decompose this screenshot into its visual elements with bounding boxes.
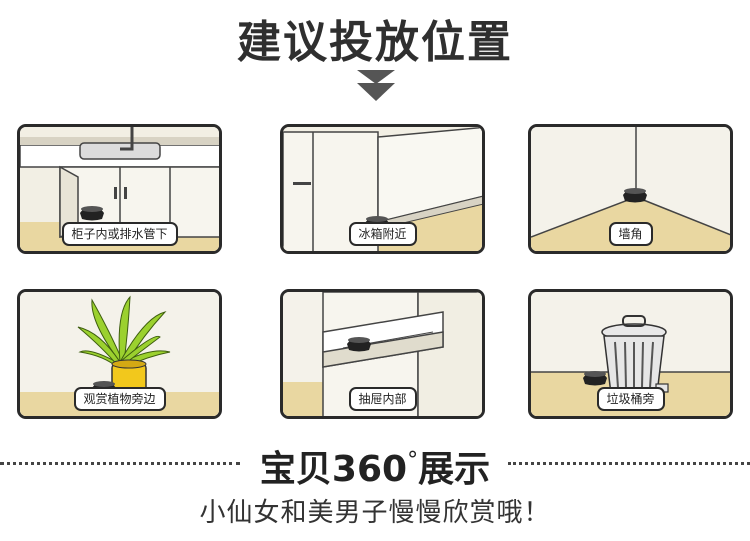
card-fridge: 冰箱附近 xyxy=(280,124,485,254)
section-title: 宝贝360°展示 xyxy=(0,437,750,494)
card-plant: 观赏植物旁边 xyxy=(17,289,222,419)
section-title-text-2: 展示 xyxy=(418,449,491,490)
down-arrow-icon xyxy=(357,70,395,101)
subtitle: 小仙女和美男子慢慢欣赏哦！ xyxy=(199,498,551,528)
dotted-divider-left xyxy=(0,462,240,465)
card-drawer: 抽屉内部 xyxy=(280,289,485,419)
card-label: 柜子内或排水管下 xyxy=(61,222,178,246)
page-title: 建议投放位置 xyxy=(237,17,513,68)
dotted-divider-right xyxy=(508,462,750,465)
card-label: 抽屉内部 xyxy=(348,387,417,411)
section-title-text: 宝贝360 xyxy=(259,449,408,490)
card-trash: 垃圾桶旁 xyxy=(528,289,733,419)
card-label: 冰箱附近 xyxy=(348,222,417,246)
trash-scene xyxy=(531,292,730,416)
card-cabinet: 柜子内或排水管下 xyxy=(17,124,222,254)
card-label: 墙角 xyxy=(608,222,653,246)
card-label: 观赏植物旁边 xyxy=(73,387,166,411)
degree-sign: ° xyxy=(407,448,419,473)
card-corner: 墙角 xyxy=(528,124,733,254)
card-label: 垃圾桶旁 xyxy=(596,387,665,411)
